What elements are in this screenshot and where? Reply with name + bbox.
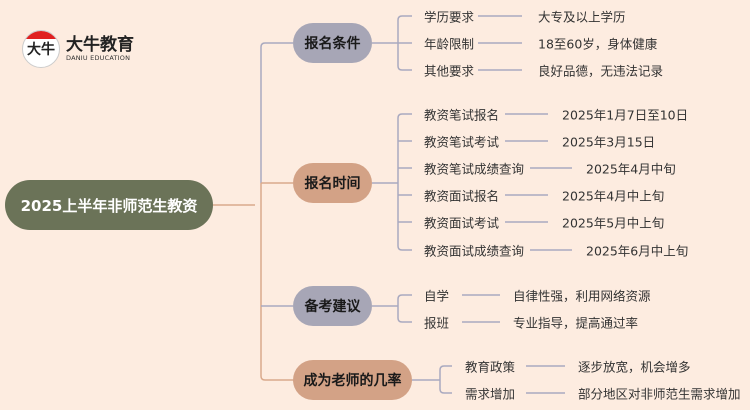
- logo-mark: 大牛: [22, 30, 60, 68]
- branch-registration-requirements[interactable]: 报名条件: [293, 23, 372, 63]
- item-label: 年龄限制: [424, 36, 475, 52]
- logo-name: 大牛教育: [66, 35, 134, 55]
- item-label: 教资笔试成绩查询: [424, 161, 525, 177]
- branch-teacher-odds[interactable]: 成为老师的几率: [293, 360, 412, 400]
- branch-study-advice[interactable]: 备考建议: [293, 286, 372, 326]
- logo: 大牛 大牛教育 DANIU EDUCATION: [22, 30, 134, 68]
- item-value: 2025年6月中上旬: [586, 243, 689, 259]
- item-label: 报班: [424, 315, 450, 331]
- item-label: 教资笔试考试: [424, 134, 500, 150]
- item-label: 教育政策: [465, 359, 516, 375]
- item-label: 教资笔试报名: [424, 107, 500, 123]
- item-value: 专业指导，提高通过率: [513, 315, 639, 331]
- item-label: 学历要求: [424, 9, 475, 25]
- item-label: 自学: [424, 288, 450, 304]
- branch-registration-time[interactable]: 报名时间: [293, 163, 372, 203]
- item-label: 教资面试成绩查询: [424, 243, 525, 259]
- item-label: 需求增加: [465, 386, 516, 402]
- item-label: 教资面试考试: [424, 215, 500, 231]
- item-value: 2025年1月7日至10日: [562, 107, 689, 123]
- item-value: 2025年4月中上旬: [562, 188, 665, 204]
- item-value: 2025年5月中上旬: [562, 215, 665, 231]
- logo-mark-text: 大牛: [27, 42, 55, 58]
- item-value: 2025年4月中旬: [586, 161, 676, 177]
- item-label: 教资面试报名: [424, 188, 500, 204]
- item-value: 部分地区对非师范生需求增加: [578, 386, 741, 402]
- root-node[interactable]: 2025上半年非师范生教资: [5, 180, 213, 230]
- item-value: 18至60岁，身体健康: [538, 36, 658, 52]
- item-value: 自律性强，利用网络资源: [513, 288, 651, 304]
- item-value: 大专及以上学历: [538, 9, 626, 25]
- item-label: 其他要求: [424, 63, 475, 79]
- item-value: 逐步放宽，机会增多: [578, 359, 691, 375]
- item-value: 2025年3月15日: [562, 134, 656, 150]
- logo-subtitle: DANIU EDUCATION: [66, 54, 131, 62]
- item-value: 良好品德，无违法记录: [538, 63, 664, 79]
